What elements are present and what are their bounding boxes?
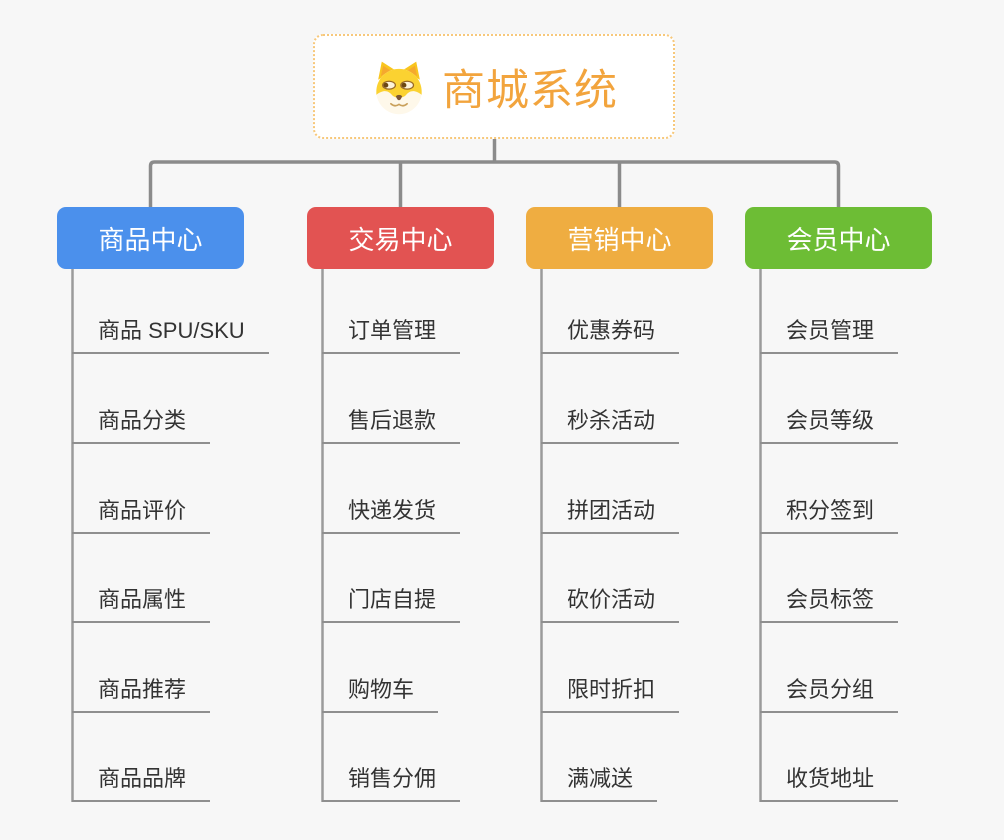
leaf-node[interactable]: 商品评价	[72, 496, 211, 534]
doge-icon	[370, 58, 428, 116]
branch-header-trade-center[interactable]: 交易中心	[307, 207, 494, 269]
leaf-node[interactable]: 商品推荐	[72, 675, 211, 713]
branch-header-member-center[interactable]: 会员中心	[745, 207, 932, 269]
leaf-node[interactable]: 拼团活动	[541, 496, 680, 534]
leaf-node[interactable]: 满减送	[541, 764, 658, 802]
leaf-node[interactable]: 门店自提	[322, 585, 461, 623]
leaf-node[interactable]: 销售分佣	[322, 764, 461, 802]
leaf-node[interactable]: 商品分类	[72, 406, 211, 444]
leaf-node[interactable]: 收货地址	[760, 764, 899, 802]
root-node-mall-system[interactable]: 商城系统	[313, 34, 675, 139]
branch-header-product-center[interactable]: 商品中心	[57, 207, 244, 269]
leaf-node[interactable]: 会员等级	[760, 406, 899, 444]
leaf-node[interactable]: 秒杀活动	[541, 406, 680, 444]
leaf-node[interactable]: 售后退款	[322, 406, 461, 444]
leaf-node[interactable]: 商品属性	[72, 585, 211, 623]
leaf-node[interactable]: 砍价活动	[541, 585, 680, 623]
leaf-node[interactable]: 商品 SPU/SKU	[72, 316, 269, 354]
leaf-node[interactable]: 商品品牌	[72, 764, 211, 802]
leaf-node[interactable]: 订单管理	[322, 316, 461, 354]
leaf-node[interactable]: 优惠券码	[541, 316, 680, 354]
leaf-node[interactable]: 会员分组	[760, 675, 899, 713]
branch-header-marketing-center[interactable]: 营销中心	[526, 207, 713, 269]
leaf-node[interactable]: 积分签到	[760, 496, 899, 534]
leaf-node[interactable]: 购物车	[322, 675, 439, 713]
leaf-node[interactable]: 会员标签	[760, 585, 899, 623]
leaf-node[interactable]: 限时折扣	[541, 675, 680, 713]
root-title: 商城系统	[442, 66, 618, 115]
leaf-node[interactable]: 快递发货	[322, 496, 461, 534]
leaf-node[interactable]: 会员管理	[760, 316, 899, 354]
